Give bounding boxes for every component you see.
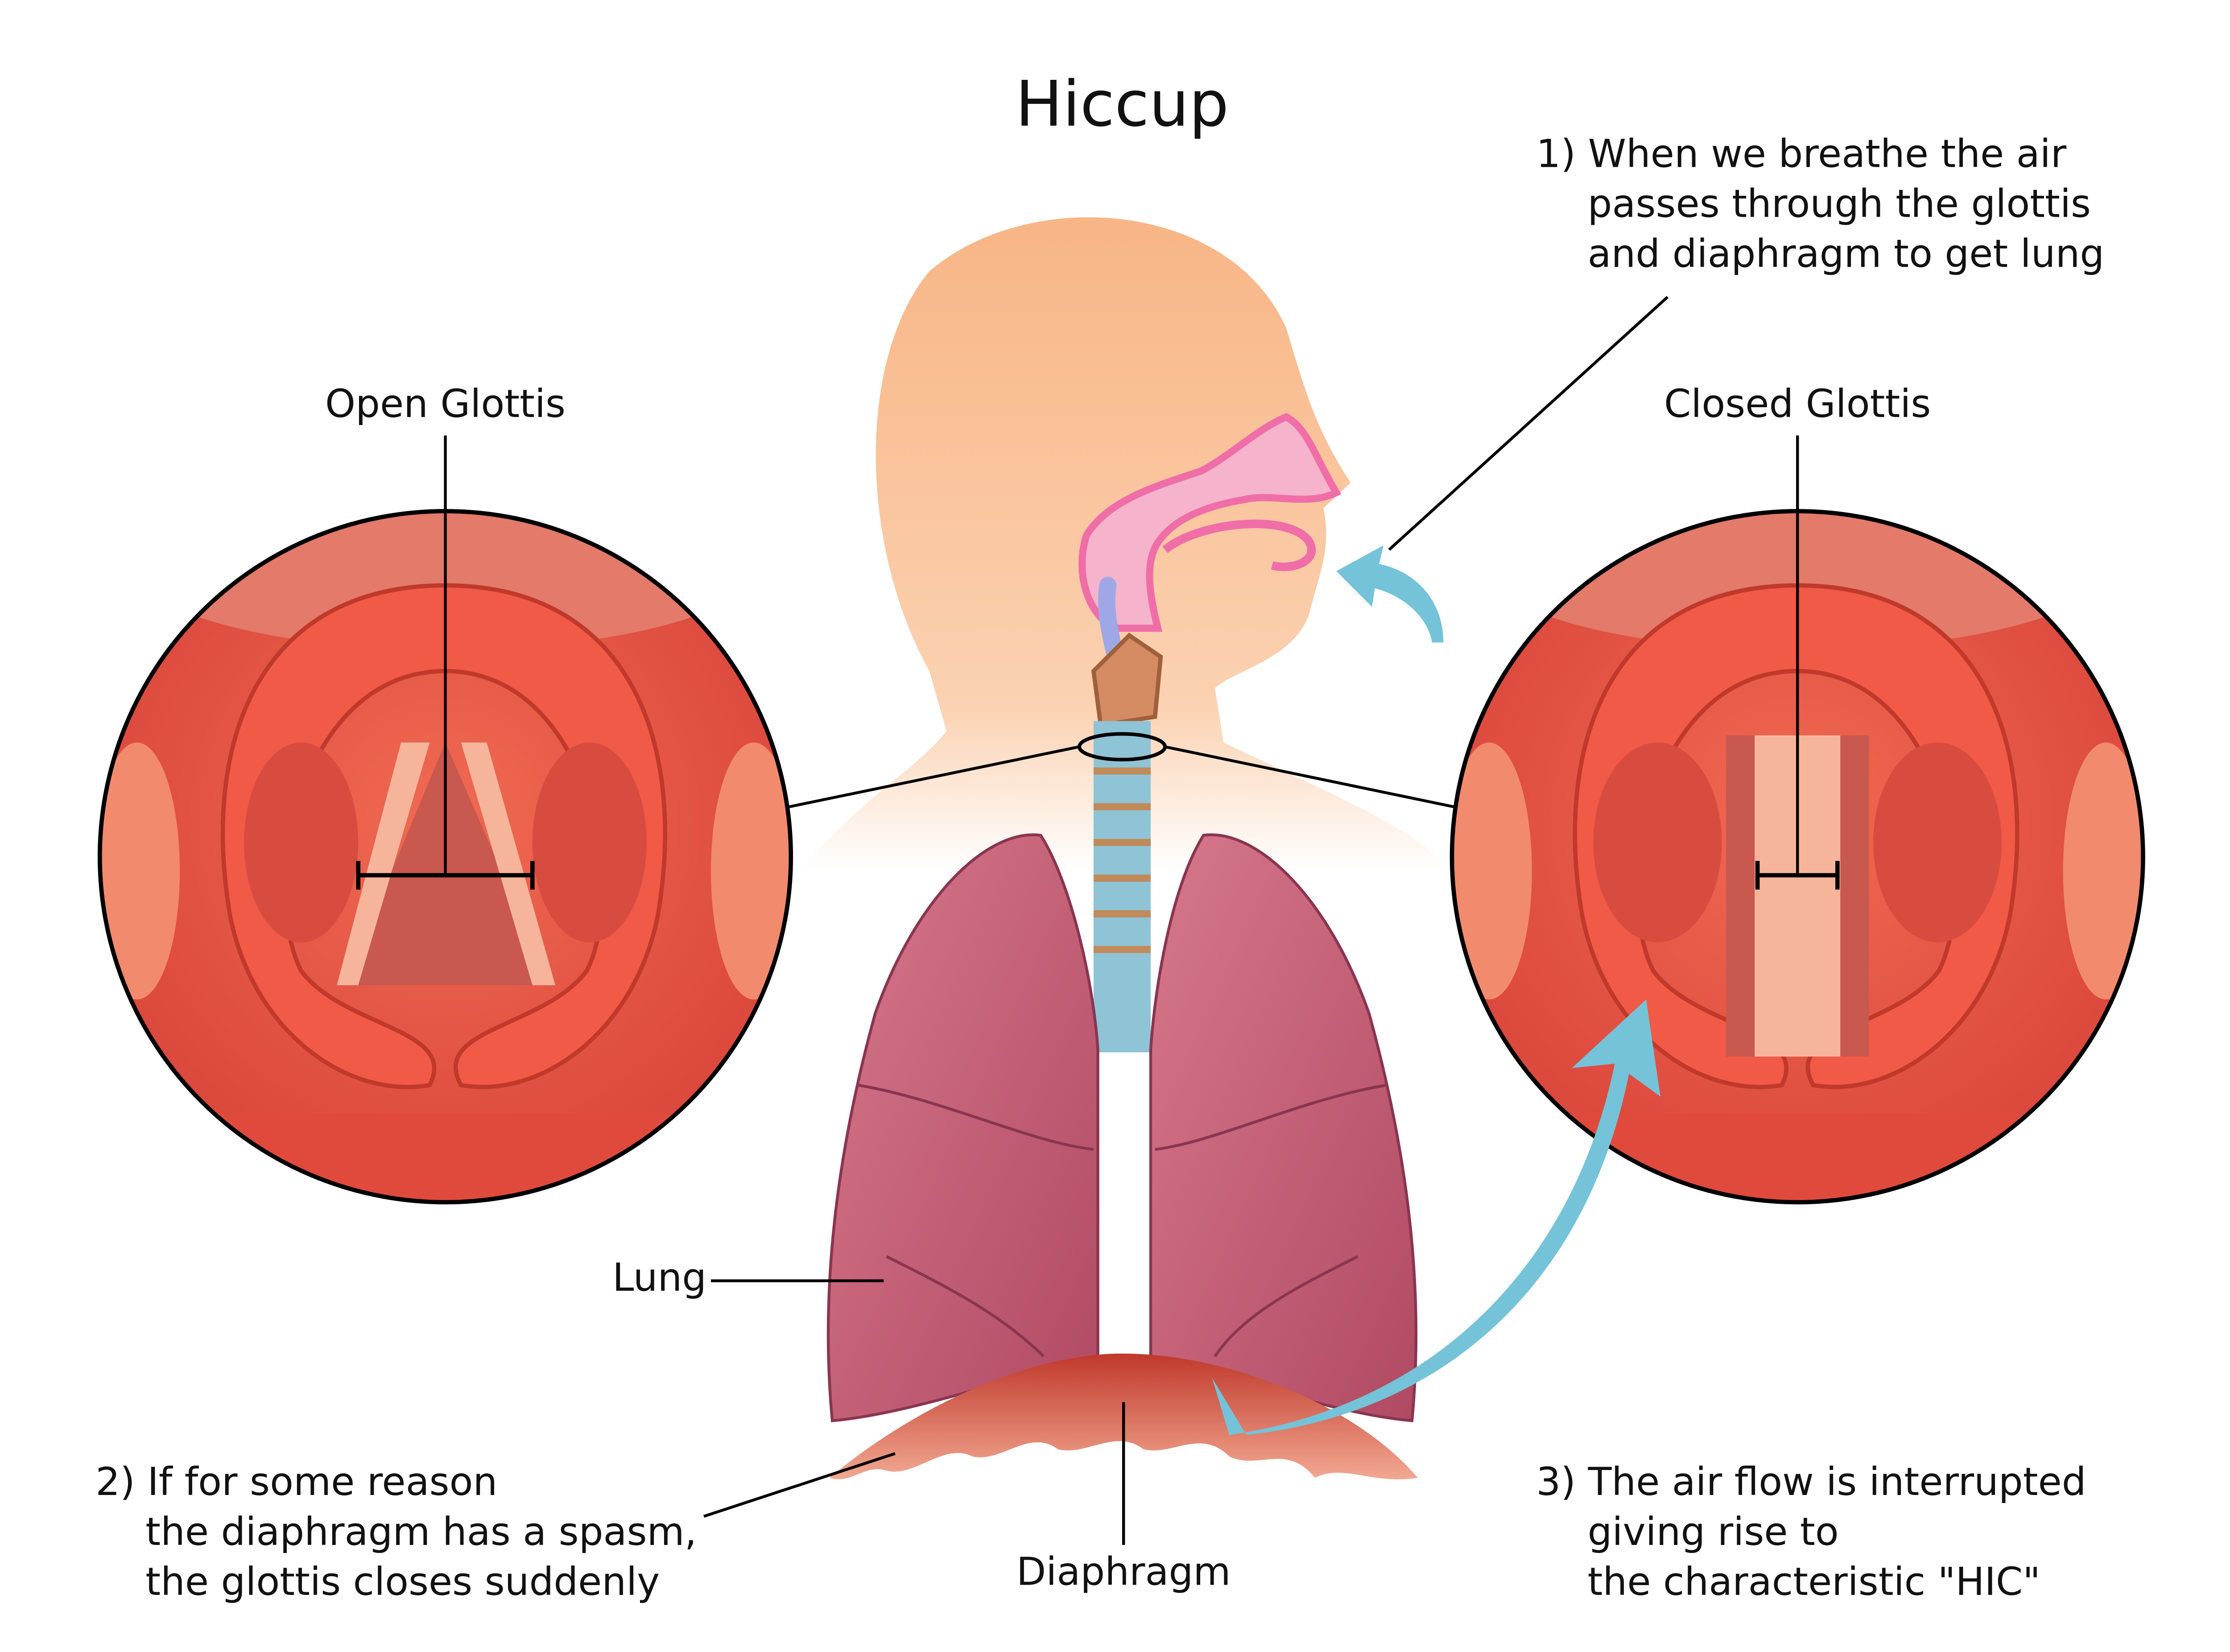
page-title: Hiccup — [1016, 68, 1229, 141]
svg-text:the characteristic "HIC": the characteristic "HIC" — [1588, 1560, 2040, 1604]
hic-arrow — [1212, 999, 1660, 1435]
label-diaphragm: Diaphragm — [1016, 1550, 1231, 1594]
inhale-arrow — [1336, 545, 1444, 643]
label-closed-glottis: Closed Glottis — [1664, 382, 1931, 426]
label-lung: Lung — [612, 1256, 706, 1300]
leader-lines — [703, 296, 1669, 1545]
trachea — [1093, 721, 1151, 1053]
label-open-glottis: Open Glottis — [325, 382, 566, 426]
right-lung — [1149, 833, 1418, 1422]
step-3-note: 3) The air flow is interrupted giving ri… — [1536, 1460, 2086, 1604]
step-1-note: 1) When we breathe the air passes throug… — [1536, 132, 2104, 277]
step-2-note: 2) If for some reason the diaphragm has … — [95, 1460, 697, 1604]
left-lung — [826, 833, 1099, 1422]
svg-text:3) The air flow is interrupted: 3) The air flow is interrupted — [1536, 1460, 2086, 1504]
mouth-passage — [1162, 520, 1316, 571]
svg-text:and diaphragm to get lung: and diaphragm to get lung — [1588, 232, 2105, 277]
svg-text:2) If for some reason: 2) If for some reason — [95, 1460, 497, 1504]
svg-text:giving rise to: giving rise to — [1588, 1510, 1839, 1554]
svg-text:the glottis closes suddenly: the glottis closes suddenly — [145, 1560, 660, 1604]
svg-text:1) When we breathe the air: 1) When we breathe the air — [1536, 132, 2066, 177]
svg-text:passes through the glottis: passes through the glottis — [1588, 182, 2091, 227]
nasal-cavity — [1078, 413, 1342, 632]
svg-text:the diaphragm has a spasm,: the diaphragm has a spasm, — [145, 1510, 697, 1554]
larynx — [1091, 632, 1163, 728]
